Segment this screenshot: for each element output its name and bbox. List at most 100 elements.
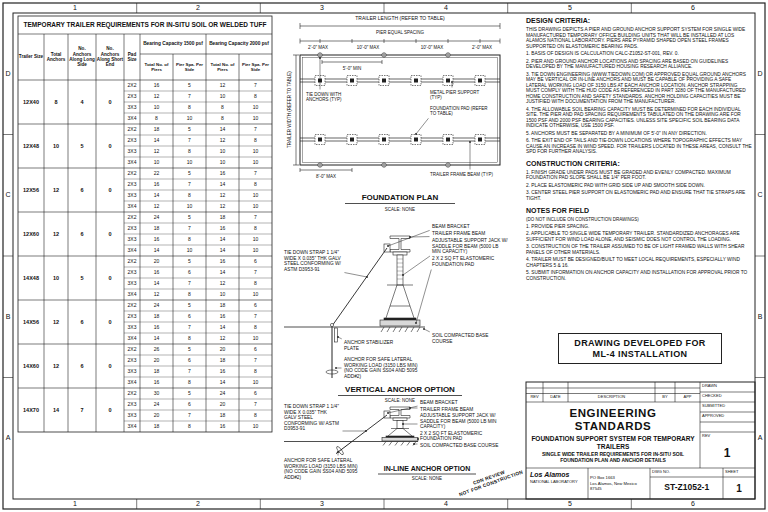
zone-number: 2 bbox=[192, 499, 204, 509]
elastomeric-pad bbox=[382, 438, 418, 442]
table-cell: 12 bbox=[45, 301, 68, 344]
address-text: Los Alamos, New Mexico 87545 bbox=[590, 482, 648, 492]
table-cell: 7 bbox=[174, 136, 206, 146]
leader-dot bbox=[366, 276, 368, 278]
table-cell: 12 bbox=[45, 345, 68, 388]
field-label: BY bbox=[656, 395, 674, 400]
pier-stand bbox=[388, 429, 412, 437]
zone-number: 6 bbox=[687, 3, 699, 13]
table-cell: 14 bbox=[207, 180, 239, 190]
table-cell: 7 bbox=[240, 400, 272, 410]
table-cell: 10 bbox=[240, 158, 272, 168]
table-cell: 18 bbox=[207, 301, 239, 311]
table-cell: 2X2 bbox=[125, 169, 140, 179]
table-title: TEMPORARY TRAILER REQUIREMENTS FOR IN-SI… bbox=[19, 17, 272, 34]
table-cell: 6 bbox=[240, 301, 272, 311]
label-stack: BEAM BRACKETTRAILER FRAME BEAMADJUSTABLE… bbox=[432, 224, 508, 267]
leader-line bbox=[416, 118, 428, 134]
note-text: 3. TIE DOWN ENGINEERING (WWW.TIEDOWN.COM… bbox=[526, 72, 752, 105]
table-cell: 7 bbox=[174, 279, 206, 289]
title-underline bbox=[345, 203, 455, 204]
frame-beam bbox=[300, 79, 500, 141]
table-cell: 3X4 bbox=[125, 114, 140, 124]
table-cell: 8 bbox=[174, 103, 206, 113]
table-cell: 14 bbox=[207, 246, 239, 256]
callout-text: SOIL COMPACTED BASE COURSE bbox=[432, 333, 508, 344]
table-cell: 8 bbox=[45, 81, 68, 124]
table-cell: 8 bbox=[174, 290, 206, 300]
soil-hatch bbox=[381, 327, 420, 332]
table-cell: 0 bbox=[97, 81, 124, 124]
table-cell: 8 bbox=[174, 235, 206, 245]
dimension-line bbox=[322, 60, 382, 64]
table-cell: 14X56 bbox=[19, 301, 44, 344]
table-cell: 2X2 bbox=[125, 257, 140, 267]
leader-line bbox=[416, 270, 431, 323]
leader-dot bbox=[365, 430, 367, 432]
table-cell: 10 bbox=[45, 125, 68, 168]
callout-text: ANCHOR FOR SAFE LATERAL WORKING LOAD (31… bbox=[344, 357, 426, 379]
table-cell: 10 bbox=[240, 422, 272, 432]
scale-note: SCALE: NONE bbox=[350, 207, 450, 212]
table-cell: 24 bbox=[141, 301, 173, 311]
table-cell: 6 bbox=[69, 213, 96, 256]
dimension-text: 5'-0" MIN bbox=[336, 66, 368, 71]
node-text: 1 bbox=[736, 483, 742, 495]
table-grid bbox=[124, 91, 272, 421]
table-cell: 0 bbox=[97, 301, 124, 344]
table-cell: 10 bbox=[240, 114, 272, 124]
support-jack bbox=[397, 421, 403, 429]
leader-dot bbox=[409, 407, 411, 409]
table-cell: 10 bbox=[240, 334, 272, 344]
table-cell: 14 bbox=[45, 389, 68, 432]
pier-support bbox=[379, 76, 389, 86]
table-cell: 16 bbox=[207, 312, 239, 322]
table-cell: 10 bbox=[141, 158, 173, 168]
label-stack: DESIGN CRITERIA:THIS DRAWING DEPICTS A P… bbox=[526, 17, 752, 281]
leader-line bbox=[452, 82, 453, 88]
zone-letter: D bbox=[755, 69, 765, 79]
field-label: DESCRIPTION bbox=[569, 395, 654, 400]
table-header: Total Anchors bbox=[45, 35, 68, 80]
table-cell: 8 bbox=[240, 323, 272, 333]
note-text: 3. CENTER STEEL PIER SUPPORT ON ELASTOME… bbox=[526, 190, 752, 201]
table-cell: 18 bbox=[141, 312, 173, 322]
table-cell: 6 bbox=[69, 345, 96, 388]
table-cell: 10 bbox=[240, 147, 272, 157]
table-cell: 7 bbox=[174, 323, 206, 333]
scale-note: SCALE: NONE bbox=[387, 476, 467, 481]
elastomeric-pad bbox=[380, 320, 420, 326]
table-cell: 3X4 bbox=[125, 158, 140, 168]
table-cell: 6 bbox=[69, 169, 96, 212]
leader-dot bbox=[402, 274, 404, 276]
table-cell: 10 bbox=[174, 202, 206, 212]
address-text: PO Box 1663 bbox=[590, 476, 648, 481]
section-heading: NOTES FOR FIELD bbox=[526, 207, 752, 215]
table-cell: 7 bbox=[69, 389, 96, 432]
table-cell: 16 bbox=[141, 81, 173, 91]
table-cell: 5 bbox=[174, 169, 206, 179]
leader-dot bbox=[337, 451, 339, 453]
field-label: DRAWN bbox=[702, 384, 752, 389]
field-label: DATE bbox=[544, 395, 567, 400]
zone-number: 1 bbox=[69, 3, 81, 13]
node-text: ENGINEERING STANDARDS bbox=[530, 407, 696, 433]
table-cell: 10 bbox=[45, 257, 68, 300]
table-cell: 14 bbox=[207, 378, 239, 388]
table-cell: 14 bbox=[207, 268, 239, 278]
zone-number: 3 bbox=[316, 3, 328, 13]
jack-saddle bbox=[393, 418, 407, 421]
table-cell: 18 bbox=[141, 224, 173, 234]
pier-support bbox=[443, 76, 453, 86]
anchor-symbol bbox=[382, 53, 386, 57]
note-text: 1. BASIS OF DESIGN IS CALCULATION CALC-Z… bbox=[526, 51, 752, 57]
table-cell: 3X3 bbox=[125, 411, 140, 421]
table-cell: 8 bbox=[240, 367, 272, 377]
table-cell: 12 bbox=[207, 136, 239, 146]
jack-thread bbox=[397, 259, 403, 279]
table-cell: 7 bbox=[174, 92, 206, 102]
table-header: No. Anchors Along Short End bbox=[97, 35, 124, 80]
pier-support bbox=[411, 135, 421, 145]
